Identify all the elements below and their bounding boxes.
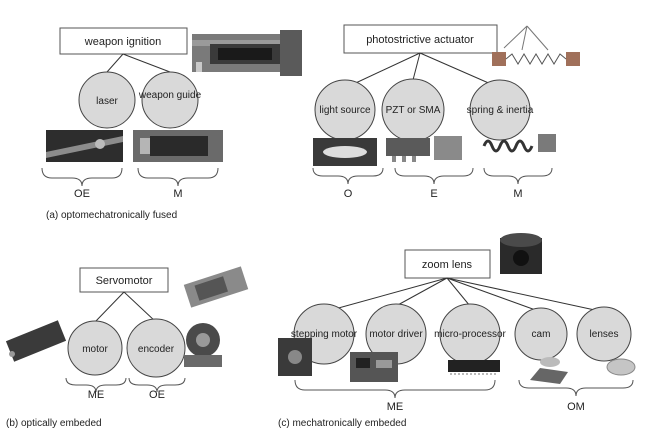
- group-oe-label-b: OE: [149, 389, 165, 401]
- lenses-node: [576, 306, 632, 362]
- photostrictive-actuator-label: photostrictive actuator: [366, 34, 474, 46]
- pzt-sma-label: PZT or SMA: [386, 105, 441, 116]
- zoom-lens-label: zoom lens: [422, 259, 473, 271]
- laser-node: [78, 71, 136, 129]
- servomotor-photo: [183, 266, 249, 308]
- zoom-lens-photo: [500, 233, 542, 274]
- group-oe-label: OE: [74, 188, 90, 200]
- weapon-ignition-label: weapon ignition: [84, 36, 161, 48]
- group-me-label-b: ME: [88, 389, 105, 401]
- edge-zoom-lenses: [446, 277, 605, 313]
- stepping-motor-photo: [278, 338, 312, 376]
- group-m-label-a: M: [173, 188, 182, 200]
- brace-me-c: [294, 379, 496, 399]
- weapon-guide-photo: [133, 130, 223, 162]
- edge-actuator-spring: [419, 52, 501, 89]
- caption-b: (b) optically embeded: [6, 418, 102, 429]
- brace-m-d: [483, 167, 553, 185]
- group-o-label: O: [344, 188, 353, 200]
- spring-photo: [482, 134, 556, 153]
- weapon-ignition-photo: [192, 30, 302, 76]
- lenses-photo: [606, 358, 636, 376]
- microprocessor-photo: [448, 360, 500, 375]
- brace-o: [312, 167, 384, 185]
- motor-photo-b: [5, 320, 67, 362]
- lenses-label: lenses: [590, 329, 619, 340]
- microprocessor-label: micro-processor: [434, 329, 506, 340]
- edge-zoom-stepping-motor: [323, 277, 448, 313]
- brace-e: [394, 167, 474, 185]
- caption-c: (c) mechatronically embeded: [278, 418, 406, 429]
- edge-zoom-motor-driver: [395, 277, 448, 307]
- encoder-photo: [184, 323, 222, 367]
- edge-actuator-pzt: [412, 52, 421, 81]
- encoder-label: encoder: [138, 344, 175, 355]
- servomotor-label: Servomotor: [96, 275, 153, 287]
- motor-driver-label: motor driver: [369, 329, 423, 340]
- photostrictive-actuator-box: [343, 24, 498, 54]
- edge-zoom-cam: [446, 277, 542, 313]
- weapon-guide-label-text: weapon guide: [138, 90, 202, 101]
- light-source-photo: [313, 138, 377, 166]
- brace-om: [518, 379, 634, 397]
- group-om-label: OM: [567, 401, 585, 413]
- group-me-label-c: ME: [387, 401, 404, 413]
- laser-label: laser: [96, 96, 118, 107]
- group-m-label-d: M: [513, 188, 522, 200]
- edge-servomotor-encoder: [123, 291, 157, 323]
- light-source-label: light source: [319, 105, 371, 116]
- panel-photostrictive: photostrictive actuator light source PZT…: [312, 24, 580, 200]
- edge-weapon-ignition-laser: [106, 53, 124, 73]
- edge-servomotor-motor: [94, 291, 125, 323]
- brace-oe-b: [128, 377, 186, 393]
- weapon-ignition-box: [59, 27, 188, 55]
- motor-driver-photo: [350, 352, 398, 382]
- brace-me-b: [65, 377, 127, 393]
- weapon-guide-label: weapon guide: [138, 90, 202, 101]
- laser-photo: [46, 130, 123, 162]
- servomotor-box: [79, 267, 169, 293]
- edge-zoom-microprocessor: [446, 277, 471, 307]
- encoder-node: [126, 318, 186, 378]
- edge-actuator-light-source: [344, 52, 421, 89]
- panel-a: weapon ignition laser weapon guide OE M …: [41, 27, 302, 221]
- edge-weapon-ignition-weapon-guide: [122, 53, 171, 73]
- panel-b: Servomotor motor encoder ME OE (b) optic…: [5, 266, 249, 429]
- spring-inertia-node: [469, 79, 531, 141]
- actuator-schematic: [492, 25, 580, 66]
- spring-inertia-label: spring & inertia: [467, 105, 534, 116]
- caption-a: (a) optomechatronically fused: [46, 210, 177, 221]
- zoom-lens-box: [404, 249, 491, 279]
- cam-label: cam: [532, 329, 551, 340]
- motor-node-b: [67, 320, 123, 376]
- motor-label-b: motor: [82, 344, 108, 355]
- brace-m-a: [137, 167, 219, 187]
- brace-oe: [41, 167, 123, 187]
- cam-photo: [530, 357, 568, 384]
- group-e-label: E: [430, 188, 437, 200]
- panel-c: zoom lens stepping motor motor driver mi…: [278, 233, 636, 429]
- pzt-photo: [386, 136, 462, 162]
- stepping-motor-label: stepping motor: [291, 329, 358, 340]
- weapon-guide-node: [141, 71, 199, 129]
